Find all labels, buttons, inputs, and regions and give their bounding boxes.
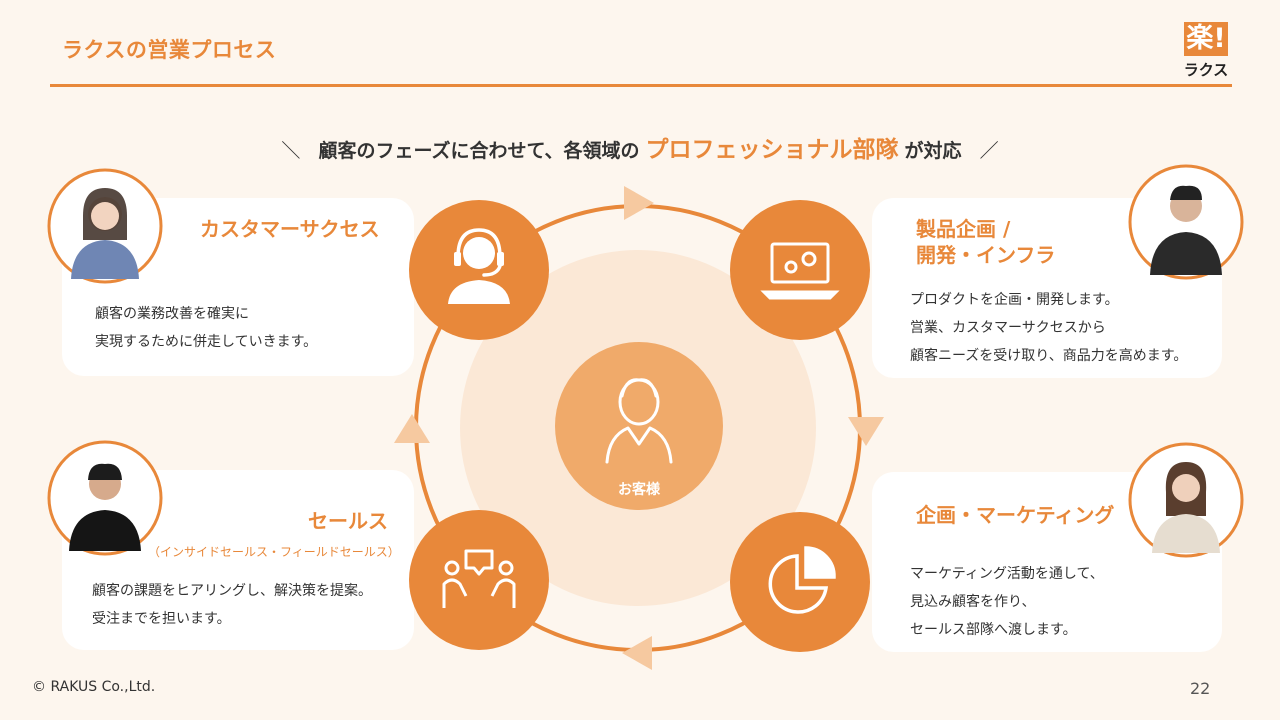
customer-success-body: 顧客の業務改善を確実に 実現するために併走していきます。 [95, 300, 317, 356]
product-title-line: 製品企画 / [916, 217, 1011, 241]
product-node [730, 200, 870, 340]
customer-success-title: カスタマーサクセス [200, 217, 380, 241]
headset-person-icon [448, 228, 510, 304]
company-logo: 楽! ラクス [1180, 22, 1230, 80]
pie-chart-icon [768, 546, 836, 614]
product-body-line: 顧客ニーズを受け取り、商品力を高めます。 [910, 348, 1188, 364]
avatar-product [1128, 164, 1244, 280]
page-number: 22 [1190, 679, 1211, 698]
avatar-marketing [1128, 442, 1244, 558]
logo-mark: 楽! [1184, 22, 1228, 56]
product-title: 製品企画 / 開発・インフラ [916, 216, 1055, 268]
sales-node [409, 510, 549, 650]
subtitle-slash-right: ／ [979, 140, 999, 162]
center-circle [555, 342, 723, 510]
subtitle-slash-left: ＼ [281, 140, 301, 162]
customer-success-node [409, 200, 549, 340]
product-body-line: プロダクトを企画・開発します。 [910, 292, 1119, 308]
arrow-bottom-icon [622, 636, 652, 670]
sales-body-line: 受注までを担います。 [92, 611, 231, 627]
sales-body: 顧客の課題をヒアリングし、解決策を提案。 受注までを担います。 [92, 577, 372, 633]
sales-title: セールス [308, 509, 388, 533]
product-body: プロダクトを企画・開発します。 営業、カスタマーサクセスから 顧客ニーズを受け取… [910, 286, 1187, 370]
meeting-speech-icon [442, 549, 516, 608]
sales-body-line: 顧客の課題をヒアリングし、解決策を提案。 [92, 583, 372, 599]
product-title-line: 開発・インフラ [916, 243, 1056, 267]
marketing-node [730, 512, 870, 652]
marketing-title: 企画・マーケティング [916, 503, 1115, 527]
logo-text: ラクス [1183, 61, 1229, 79]
customer-success-body-line: 顧客の業務改善を確実に [95, 306, 249, 322]
title-divider [50, 84, 1232, 87]
arrow-top-icon [624, 186, 654, 220]
subtitle-highlight: プロフェッショナル部隊 [645, 137, 899, 163]
avatar-customer-success [47, 168, 163, 284]
marketing-body-line: 見込み顧客を作り、 [910, 594, 1036, 610]
marketing-body-line: セールス部隊へ渡します。 [910, 622, 1077, 638]
subtitle-text-after: が対応 [904, 140, 962, 162]
person-icon [605, 378, 673, 464]
product-body-line: 営業、カスタマーサクセスから [910, 320, 1106, 336]
avatar-sales [47, 440, 163, 556]
subtitle-text-before: 顧客のフェーズに合わせて、各領域の [318, 140, 640, 162]
subtitle: ＼ 顧客のフェーズに合わせて、各領域のプロフェッショナル部隊が対応 ／ [0, 130, 1280, 164]
center-label: お客様 [618, 482, 660, 498]
arrow-right-icon [848, 417, 884, 446]
laptop-gears-icon [760, 242, 840, 300]
marketing-body: マーケティング活動を通して、 見込み顧客を作り、 セールス部隊へ渡します。 [910, 560, 1104, 644]
sales-subtitle: （インサイドセールス・フィールドセールス） [148, 545, 400, 559]
marketing-body-line: マーケティング活動を通して、 [910, 566, 1104, 582]
page-title: ラクスの営業プロセス [62, 38, 277, 62]
customer-success-body-line: 実現するために併走していきます。 [95, 334, 318, 350]
copyright: © RAKUS Co.,Ltd. [32, 679, 156, 695]
arrow-left-icon [394, 414, 430, 443]
